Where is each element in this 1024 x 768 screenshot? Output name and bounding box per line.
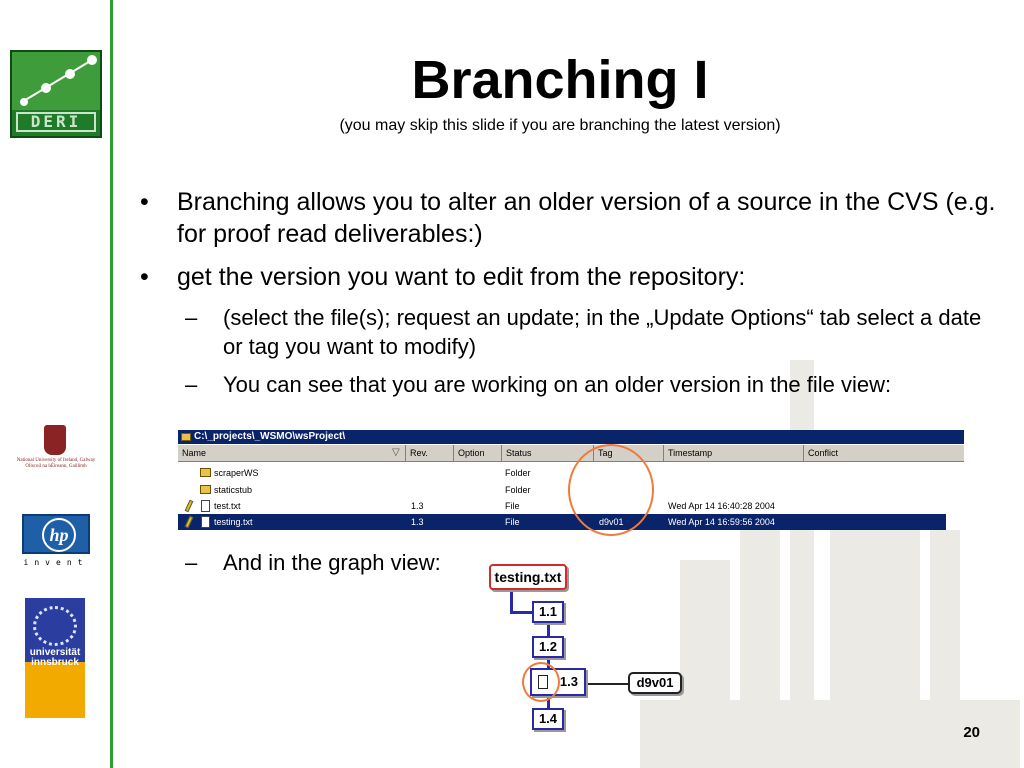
slide-subtitle: (you may skip this slide if you are bran… xyxy=(339,117,781,134)
graph-revision-node[interactable]: 1.4 xyxy=(532,708,564,730)
page-number: 20 xyxy=(963,724,980,741)
file-view-path: C:\_projects\_WSMO\wsProject\ xyxy=(194,431,346,442)
subbullet-mark: – xyxy=(185,372,198,397)
column-header-rev[interactable]: Rev. xyxy=(406,445,454,462)
bullet-mark: • xyxy=(140,263,149,291)
cell-timestamp: Wed Apr 14 16:40:28 2004 xyxy=(668,501,775,511)
deri-logo-graphic xyxy=(12,52,100,110)
table-row[interactable]: staticstub Folder xyxy=(178,482,946,498)
nuig-label: National University of Ireland, Galway O… xyxy=(4,458,108,470)
innsbruck-label: universität innsbruck xyxy=(29,647,81,668)
column-header-option[interactable]: Option xyxy=(454,445,502,462)
deri-logo: DERI xyxy=(10,50,102,138)
bullet-text: Branching allows you to alter an older v… xyxy=(177,188,996,248)
nuig-subname: Ollscoil na hÉireann, Gaillimh xyxy=(25,464,87,469)
folder-icon xyxy=(181,433,191,441)
cell-name: scraperWS xyxy=(214,468,259,478)
graph-revision-label: 1.3 xyxy=(559,674,578,689)
hp-mark: hp xyxy=(42,518,76,552)
folder-icon xyxy=(200,485,211,494)
cell-status: Folder xyxy=(505,485,531,495)
bullet-mark: • xyxy=(140,188,149,216)
cell-status: File xyxy=(505,501,520,511)
innsbruck-color-band xyxy=(25,662,85,718)
deri-dots-icon xyxy=(20,55,97,106)
graph-connector xyxy=(547,696,550,708)
cell-rev: 1.3 xyxy=(411,501,424,511)
column-header-conflict[interactable]: Conflict xyxy=(808,448,839,458)
column-header-name[interactable]: Name xyxy=(178,445,406,462)
nuig-name: National University of Ireland, Galway xyxy=(16,458,96,463)
nuig-logo: National University of Ireland, Galway O… xyxy=(4,425,108,475)
cell-timestamp: Wed Apr 14 16:59:56 2004 xyxy=(668,517,775,527)
folder-icon xyxy=(200,468,211,477)
table-row[interactable]: scraperWS Folder xyxy=(178,465,946,481)
graph-tag-node[interactable]: d9v01 xyxy=(628,672,682,694)
file-view-titlebar: C:\_projects\_WSMO\wsProject\ xyxy=(178,430,964,444)
subbullet-text: (select the file(s); request an update; … xyxy=(223,305,982,359)
graph-connector xyxy=(510,590,513,614)
filter-icon[interactable]: ▽ xyxy=(392,447,400,458)
pencil-icon xyxy=(184,515,194,529)
cell-name: testing.txt xyxy=(214,517,253,527)
bullet-text: get the version you want to edit from th… xyxy=(177,263,746,291)
table-row-selected[interactable]: testing.txt 1.3 File d9v01 Wed Apr 14 16… xyxy=(178,514,946,530)
graph-connector xyxy=(510,611,532,614)
file-view-header: Name ▽ Rev. Option Status Tag Timestamp … xyxy=(178,445,964,462)
graph-connector xyxy=(547,622,550,636)
cell-status: File xyxy=(505,517,520,527)
sidebar-divider xyxy=(110,0,113,768)
cell-name: test.txt xyxy=(214,501,241,511)
innsbruck-logo: universität innsbruck xyxy=(25,598,85,718)
pencil-icon xyxy=(184,499,194,513)
slide-title: Branching I xyxy=(411,50,709,110)
column-header-timestamp[interactable]: Timestamp xyxy=(664,445,804,462)
document-icon xyxy=(201,500,210,512)
hp-tagline: invent xyxy=(23,558,89,567)
graph-connector xyxy=(547,656,550,668)
deri-label: DERI xyxy=(16,112,96,132)
nuig-crest-icon xyxy=(44,425,66,455)
sidebar: DERI National University of Ireland, Gal… xyxy=(0,0,110,768)
cell-status: Folder xyxy=(505,468,531,478)
tag-highlight-circle xyxy=(568,444,654,536)
castle-watermark-icon xyxy=(640,360,1020,768)
graph-root-node[interactable]: testing.txt xyxy=(489,564,567,590)
table-row[interactable]: test.txt 1.3 File Wed Apr 14 16:40:28 20… xyxy=(178,498,946,514)
revision-highlight-circle xyxy=(522,662,560,702)
subbullet-text: You can see that you are working on an o… xyxy=(223,372,892,397)
graph-revision-node[interactable]: 1.2 xyxy=(532,636,564,658)
subbullet-mark: – xyxy=(185,550,198,575)
cell-name: staticstub xyxy=(214,485,253,495)
cell-rev: 1.3 xyxy=(411,517,424,527)
graph-revision-node[interactable]: 1.1 xyxy=(532,601,564,623)
document-icon xyxy=(201,516,210,528)
hp-box: hp xyxy=(22,514,90,554)
subbullet-text: And in the graph view: xyxy=(223,550,441,575)
innsbruck-emblem-icon xyxy=(33,606,77,646)
hp-logo: hp invent xyxy=(20,512,94,572)
graph-tag-connector xyxy=(586,683,628,685)
subbullet-mark: – xyxy=(185,305,198,330)
